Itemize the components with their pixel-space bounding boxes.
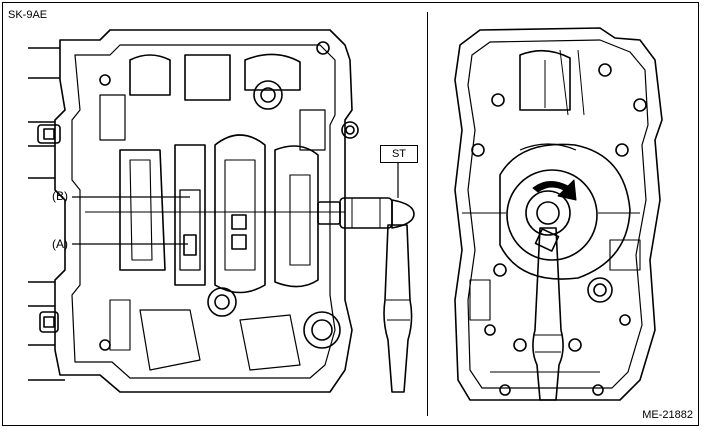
st-ratchet-tool: [317, 163, 415, 393]
figure-frame: [2, 2, 699, 426]
figure-code-bottom: ME-21882: [642, 409, 693, 421]
figure-code-top: SK-9AE: [8, 9, 48, 21]
callout-b-label: (B): [52, 189, 68, 203]
callout-a-label: (A): [52, 237, 68, 251]
panel-divider: [427, 12, 428, 416]
callout-st-label: ST: [380, 145, 418, 163]
cylinder-block-right: [454, 27, 663, 401]
cylinder-block-left: [28, 29, 359, 393]
